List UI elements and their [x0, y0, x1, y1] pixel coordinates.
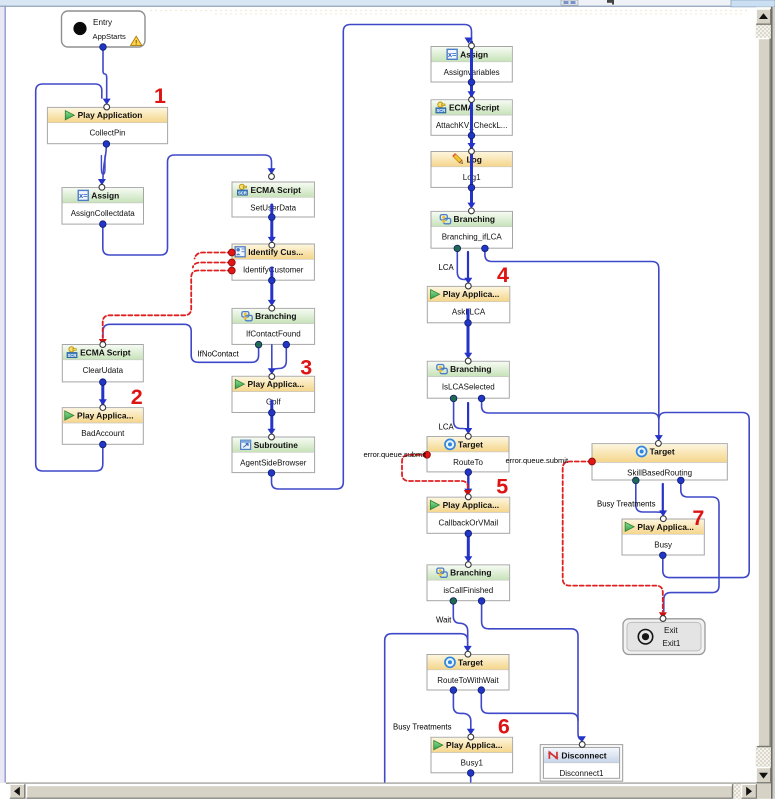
svg-text:Play Applica...: Play Applica... [77, 411, 133, 421]
svg-text:3: 3 [300, 356, 312, 380]
svg-text:Subroutine: Subroutine [254, 440, 299, 450]
svg-text:Play Applica...: Play Applica... [446, 740, 502, 750]
svg-text:x=: x= [79, 191, 88, 200]
svg-text:ClearUdata: ClearUdata [83, 366, 124, 375]
svg-text:Exit: Exit [664, 626, 678, 635]
svg-text:Play Applica...: Play Applica... [248, 379, 304, 389]
svg-text:Branching: Branching [450, 364, 491, 374]
svg-text:ECMA Script: ECMA Script [250, 185, 301, 195]
svg-text:error.queue.submit: error.queue.submit [506, 456, 569, 465]
svg-text:Target: Target [458, 439, 483, 449]
svg-text:isCallFinished: isCallFinished [443, 586, 493, 595]
svg-text:Golf: Golf [266, 398, 281, 407]
svg-text:SCR: SCR [436, 108, 445, 113]
svg-text:Identify Cus...: Identify Cus... [248, 247, 303, 257]
svg-text:Disconnect1: Disconnect1 [559, 769, 604, 778]
svg-text:CallbackOrVMail: CallbackOrVMail [439, 519, 499, 528]
svg-text:Play Applica...: Play Applica... [443, 289, 499, 299]
svg-text:AssignCollectdata: AssignCollectdata [71, 209, 136, 218]
svg-text:AgentSideBrowser: AgentSideBrowser [240, 458, 307, 467]
svg-text:x=: x= [448, 50, 457, 59]
svg-text:5: 5 [496, 475, 508, 499]
svg-text:1: 1 [154, 84, 166, 108]
svg-text:error.queue.submit: error.queue.submit [364, 450, 427, 459]
svg-text:!: ! [135, 40, 137, 47]
svg-text:Entry: Entry [93, 18, 113, 27]
svg-text:CollectPin: CollectPin [89, 129, 125, 138]
svg-text:Branching: Branching [450, 568, 491, 578]
svg-text:Assign: Assign [460, 49, 488, 59]
svg-text:RouteTo: RouteTo [453, 458, 483, 467]
svg-text:7: 7 [692, 506, 704, 530]
svg-text:Log: Log [466, 154, 481, 164]
svg-text:IfContactFound: IfContactFound [246, 330, 301, 339]
svg-text:Disconnect: Disconnect [561, 750, 606, 760]
svg-text:4: 4 [497, 263, 509, 287]
svg-text:Exit1: Exit1 [663, 639, 681, 648]
svg-text:BadAccount: BadAccount [81, 429, 125, 438]
svg-text:SCR: SCR [68, 353, 77, 358]
svg-text:SetUserData: SetUserData [250, 203, 296, 212]
svg-text:AppStarts: AppStarts [93, 32, 127, 41]
svg-text:RouteToWithWait: RouteToWithWait [437, 676, 499, 685]
svg-text:Target: Target [650, 447, 675, 457]
svg-text:Assign: Assign [91, 190, 119, 200]
svg-text:Target: Target [458, 657, 483, 667]
svg-text:Play Application: Play Application [78, 110, 143, 120]
svg-text:IsLCASelected: IsLCASelected [442, 383, 495, 392]
svg-text:Busy1: Busy1 [461, 759, 484, 768]
svg-text:IdentifyCustomer: IdentifyCustomer [243, 265, 304, 274]
svg-text:Play Applica...: Play Applica... [637, 522, 693, 532]
svg-text:LCA: LCA [439, 263, 455, 272]
svg-text:SCR: SCR [238, 190, 247, 195]
svg-text:IfNoContact: IfNoContact [198, 349, 240, 358]
svg-text:ECMA Script: ECMA Script [80, 347, 131, 357]
svg-text:Busy: Busy [654, 540, 672, 549]
svg-text:Play Applica...: Play Applica... [443, 500, 499, 510]
svg-text:6: 6 [498, 715, 510, 739]
svg-text:LCA: LCA [439, 423, 455, 432]
svg-text:Wait: Wait [436, 615, 452, 624]
svg-text:Branching: Branching [255, 311, 296, 321]
svg-text:2: 2 [131, 385, 143, 409]
svg-text:Busy Treatments: Busy Treatments [393, 723, 452, 732]
svg-text:Busy Treatments: Busy Treatments [597, 500, 656, 509]
svg-text:Branching_ifLCA: Branching_ifLCA [442, 233, 503, 242]
svg-text:SkillBasedRouting: SkillBasedRouting [627, 469, 692, 478]
svg-text:Branching: Branching [454, 214, 495, 224]
svg-text:ECMA Script: ECMA Script [449, 103, 500, 113]
